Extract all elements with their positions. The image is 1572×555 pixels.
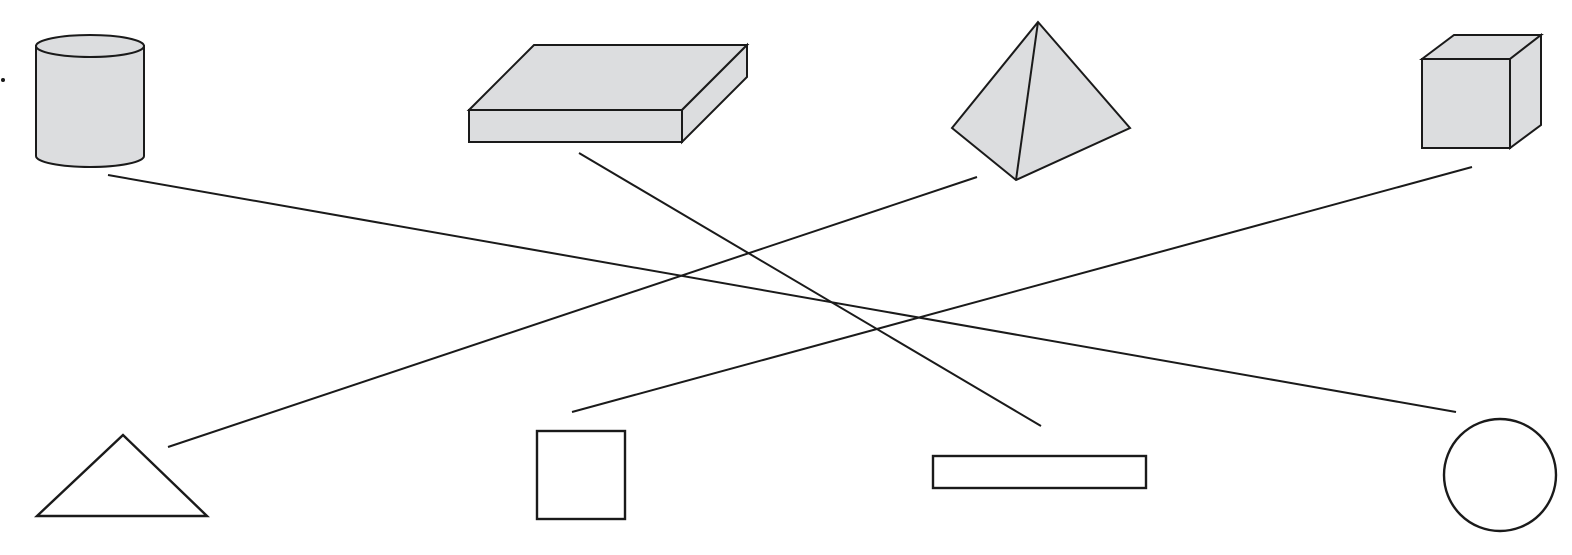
triangle-shape xyxy=(33,433,210,518)
cube-solid xyxy=(1419,32,1544,150)
triangular-pyramid-solid xyxy=(950,20,1132,182)
match-line-slab-rectangle xyxy=(578,152,1042,427)
square-shape xyxy=(535,429,627,521)
match-line-cylinder-circle xyxy=(107,174,1457,413)
cylinder-solid xyxy=(35,34,145,168)
match-line-cube-square xyxy=(571,166,1473,413)
rectangle-shape xyxy=(931,454,1148,490)
list-marker-dot xyxy=(1,78,5,82)
match-line-pyramid-triangle xyxy=(167,176,978,448)
circle-shape xyxy=(1442,417,1558,533)
rectangular-prism-solid xyxy=(466,42,750,145)
